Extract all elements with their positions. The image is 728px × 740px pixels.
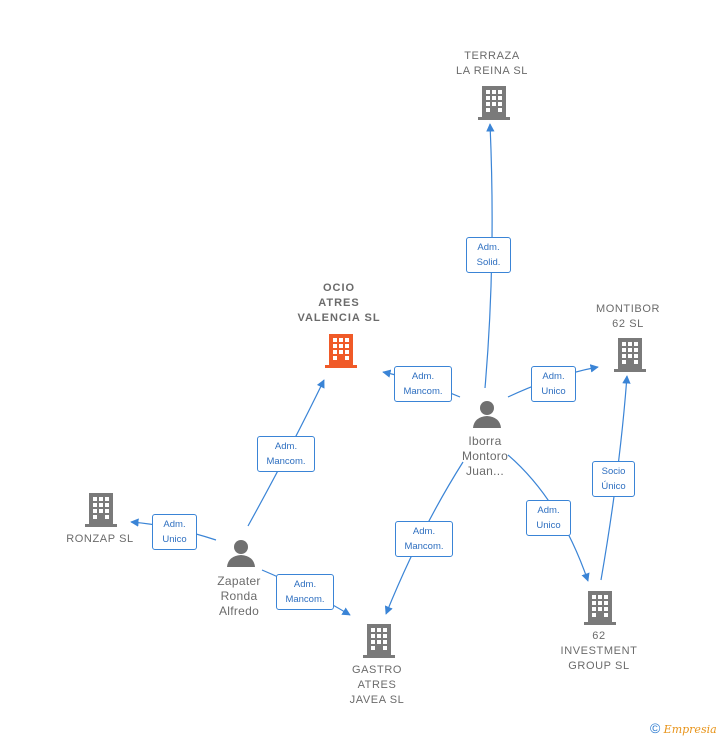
- node-ronzap-label: RONZAP SL: [66, 533, 134, 545]
- node-investment-label: 62 INVESTMENT GROUP SL: [560, 630, 638, 672]
- building-icon[interactable]: [363, 622, 395, 658]
- building-icon[interactable]: [614, 336, 646, 372]
- edge-label-adm-unico: Adm. Unico: [531, 366, 576, 402]
- node-terraza-label: TERRAZA LA REINA SL: [455, 50, 529, 77]
- node-iborra-label: Iborra Montoro Juan...: [461, 434, 509, 478]
- edge-label-adm-mancom: Adm. Mancom.: [395, 521, 453, 557]
- building-icon[interactable]: [85, 491, 117, 527]
- edge-label-adm-mancom: Adm. Mancom.: [257, 436, 315, 472]
- node-ocio-label: OCIO ATRES VALENCIA SL: [297, 282, 381, 324]
- edge-label-adm-unico: Adm. Unico: [152, 514, 197, 550]
- node-gastro-label: GASTRO ATRES JAVEA SL: [349, 664, 405, 706]
- footer-brand[interactable]: © Empresia: [650, 720, 717, 736]
- building-icon[interactable]: [584, 589, 616, 625]
- edge-label-adm-solid: Adm. Solid.: [466, 237, 511, 273]
- edge-label-adm-mancom: Adm. Mancom.: [394, 366, 452, 402]
- person-icon[interactable]: [472, 399, 502, 429]
- copyright-symbol: ©: [650, 720, 661, 736]
- brand-logo-text: Empresia: [663, 723, 717, 736]
- building-icon[interactable]: [478, 84, 510, 120]
- building-icon[interactable]: [325, 332, 357, 368]
- edge-label-adm-unico: Adm. Unico: [526, 500, 571, 536]
- node-zapater-label: Zapater Ronda Alfredo: [217, 574, 261, 618]
- edge-label-adm-mancom: Adm. Mancom.: [276, 574, 334, 610]
- edge-label-socio-unico: Socio Único: [592, 461, 635, 497]
- node-montibor-label: MONTIBOR 62 SL: [595, 303, 661, 330]
- person-icon[interactable]: [226, 538, 256, 568]
